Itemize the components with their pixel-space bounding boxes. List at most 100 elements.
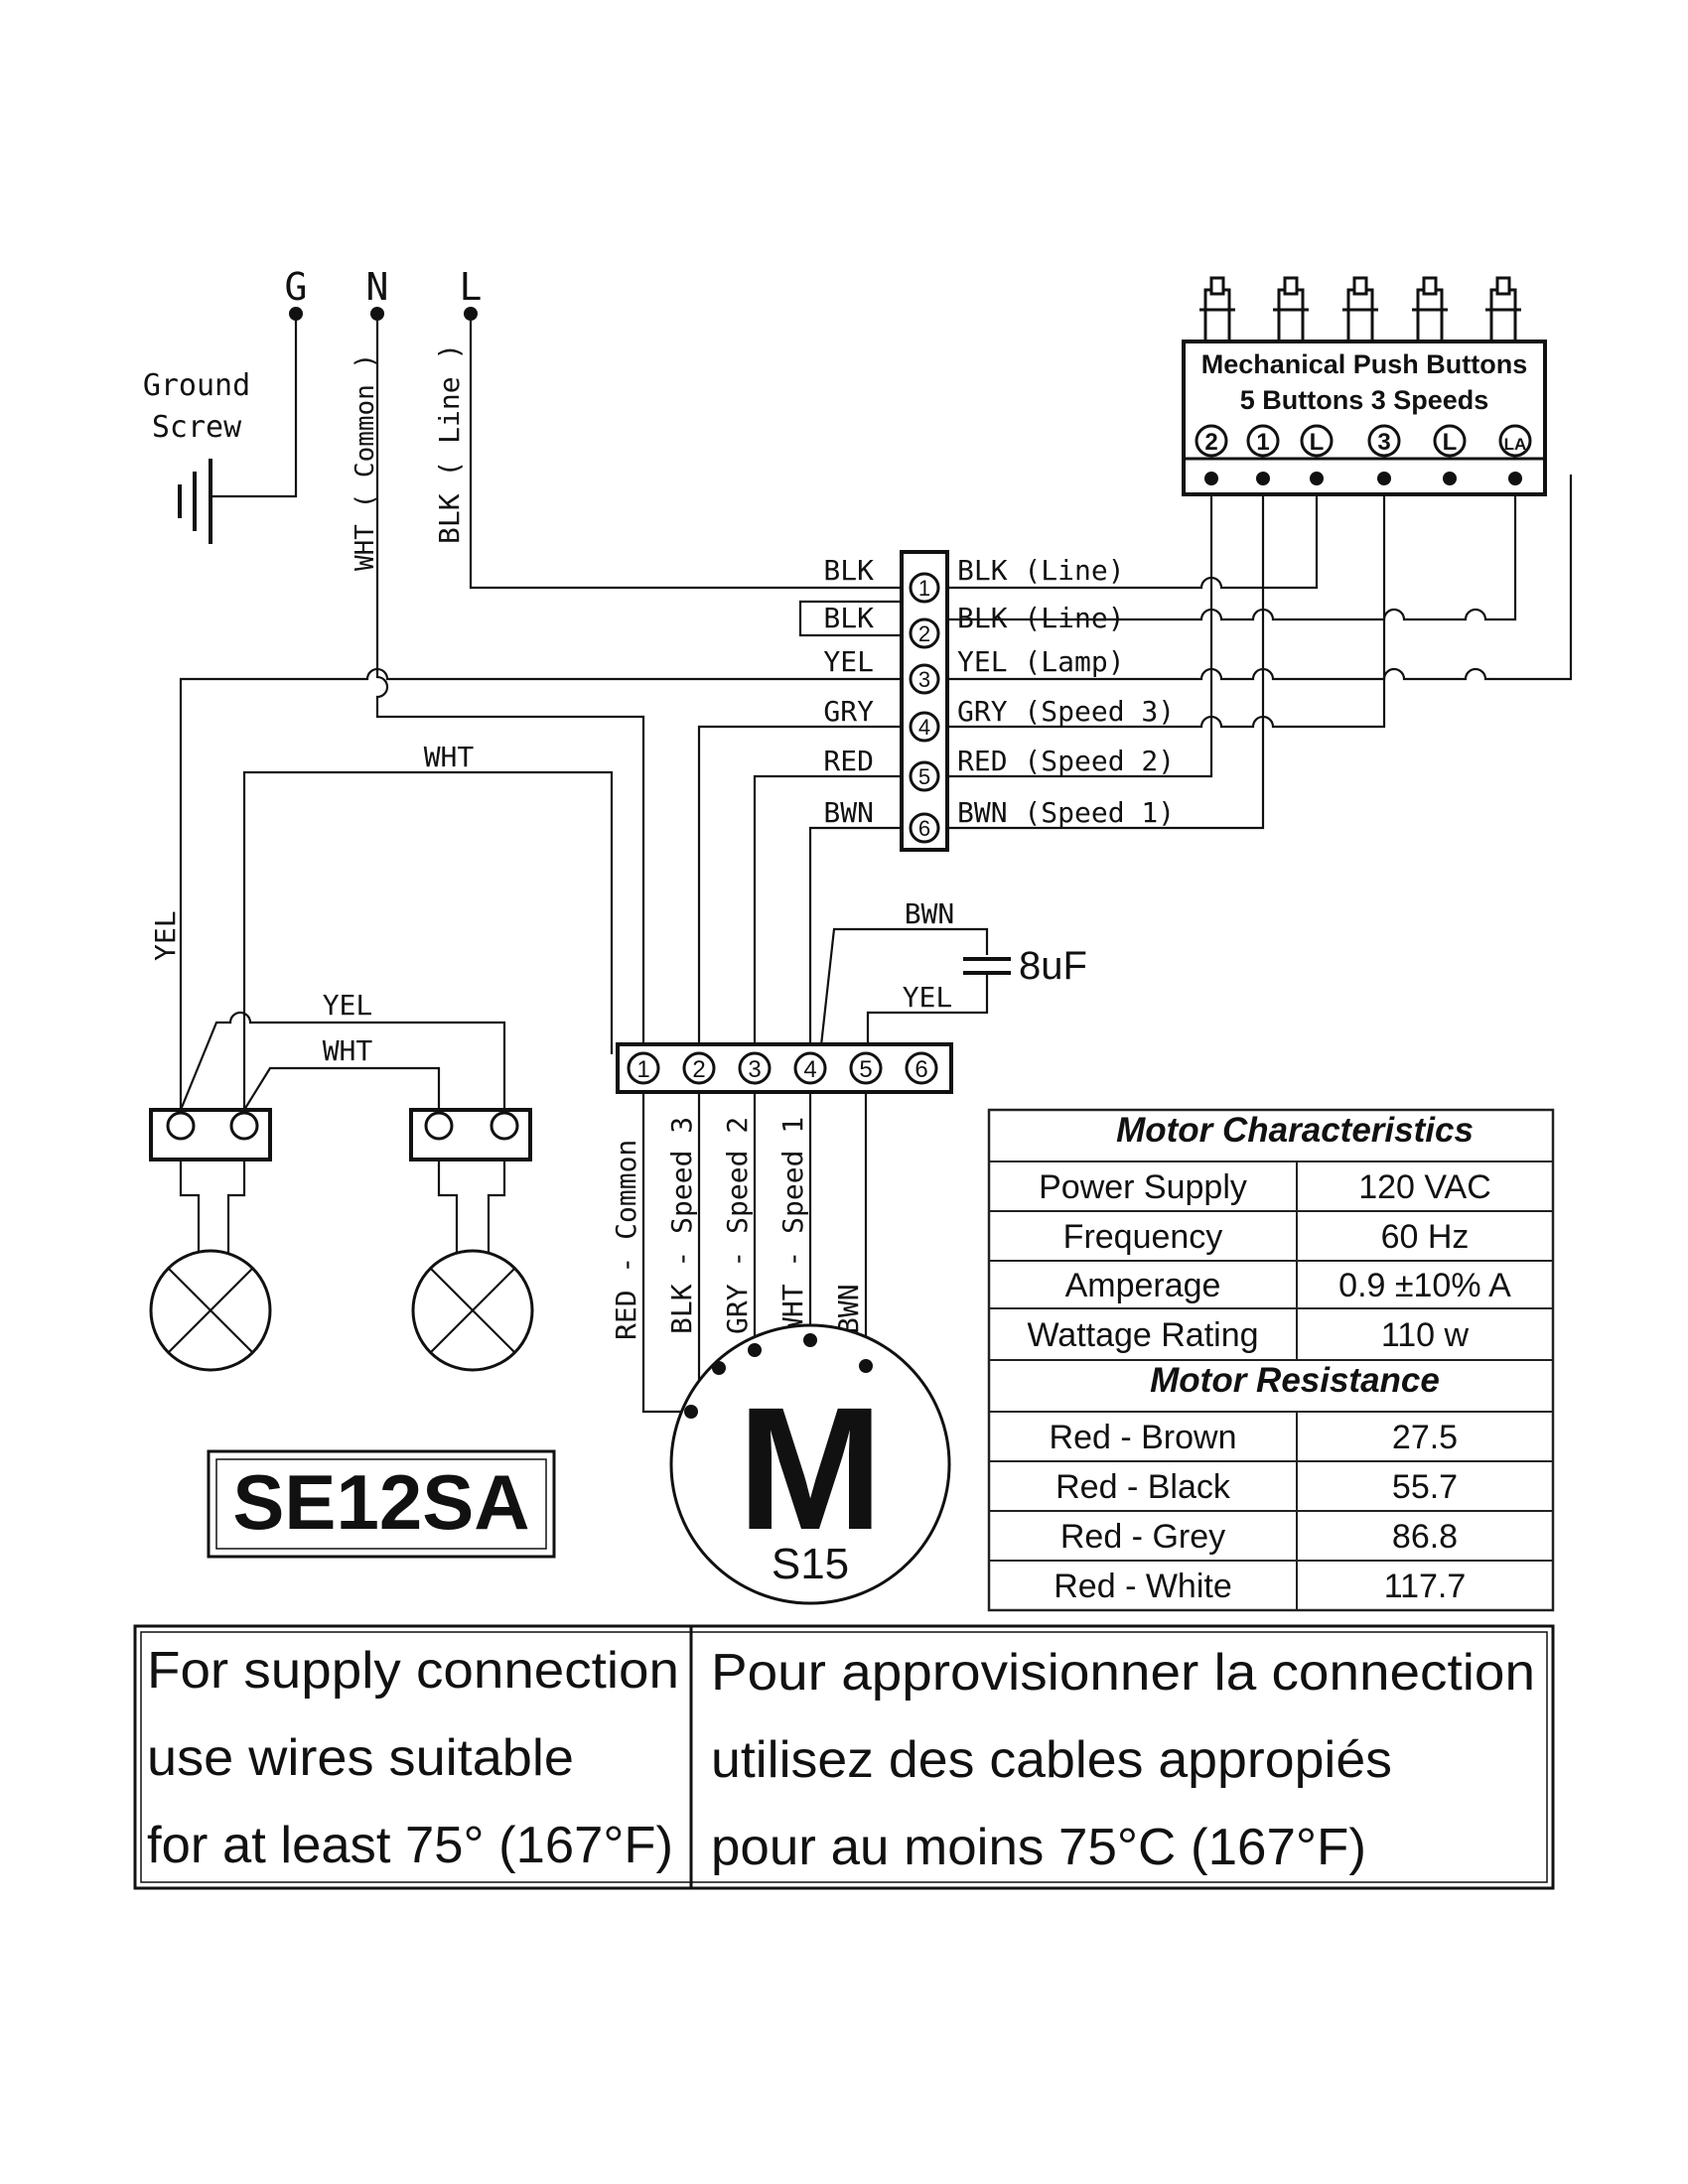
lamp-left-terminal-1 — [166, 1111, 196, 1141]
terminal-left-label: RED — [823, 745, 874, 777]
button-terminal-dot-5 — [1443, 472, 1457, 485]
terminal-ring-1 — [909, 572, 940, 604]
terminal-number: 3 — [918, 667, 930, 692]
lamp-yel-label: YEL — [323, 989, 373, 1022]
button-plungers — [1199, 276, 1521, 343]
button-terminal-ring-3 — [1300, 424, 1334, 458]
terminal-right-label: BLK (Line) — [957, 602, 1125, 634]
ground-screw-label-line2: Screw — [152, 410, 242, 445]
model-label-box: SE12SA — [207, 1449, 556, 1559]
button-terminal-dot-6 — [1508, 472, 1522, 485]
button-plunger-2 — [1273, 276, 1309, 343]
terminal-ring-5 — [909, 760, 940, 792]
lamp-right-terminal-1 — [424, 1111, 454, 1141]
terminal-right-label: BWN (Speed 1) — [957, 796, 1175, 829]
motor: M S15 — [669, 1323, 951, 1605]
motor-terminal-number: 5 — [859, 1056, 872, 1083]
button-plunger-5 — [1485, 276, 1521, 343]
supply-connection-notice: For supply connection use wires suitable f… — [133, 1624, 1555, 1890]
yel-lamp-wire — [179, 667, 914, 1110]
terminal-left-label: BWN — [823, 796, 874, 829]
terminal-right-label: GRY (Speed 3) — [957, 695, 1175, 728]
motor-circle — [669, 1323, 951, 1605]
cap-yel-label: YEL — [903, 981, 953, 1014]
button-terminal-dot-1 — [1204, 472, 1218, 485]
table-row-value: 86.8 — [1392, 1518, 1458, 1556]
button-plunger-3 — [1342, 276, 1378, 343]
yel-vertical-wire-label: YEL — [149, 910, 182, 961]
capacitor-label: 8uF — [1019, 944, 1087, 988]
terminal-ring-2 — [909, 617, 940, 649]
notice-en-line: for at least 75° (167°F) — [147, 1817, 673, 1874]
motor-terminal-ring-4 — [793, 1051, 827, 1085]
speed2-button-wire — [943, 475, 1213, 778]
button-terminal-ring-2 — [1246, 424, 1280, 458]
motor-terminal-number: 4 — [803, 1056, 816, 1083]
lamp-left — [149, 1108, 272, 1372]
motor-terminal-number: 1 — [636, 1056, 649, 1083]
notice-en-line: For supply connection — [147, 1642, 679, 1700]
terminal-number: 6 — [918, 816, 930, 841]
terminal-block-right-labels: BLK (Line)BLK (Line)YEL (Lamp)GRY (Speed… — [957, 554, 1175, 829]
motor-characteristics-heading: Motor Characteristics — [1116, 1111, 1474, 1150]
speed3-button-wire — [943, 475, 1386, 729]
button-plunger-4 — [1412, 276, 1448, 343]
lamp-left-terminal-2 — [229, 1111, 259, 1141]
neutral-wire-label: WHT ( Common ) — [351, 353, 380, 571]
motor-terminal-number: 6 — [914, 1056, 927, 1083]
lamp-wht-label: WHT — [323, 1034, 373, 1067]
button-terminal-ring-5 — [1433, 424, 1467, 458]
motor-terminal-ring-5 — [849, 1051, 883, 1085]
red-wire — [753, 774, 914, 1054]
blk-jumper — [798, 600, 914, 637]
table-row-label: Red - White — [1054, 1568, 1232, 1605]
terminal-left-label: BLK — [823, 554, 874, 587]
notice-fr-line: pour au moins 75°C (167°F) — [711, 1819, 1366, 1876]
ground-screw-label-line1: Ground — [143, 368, 250, 403]
cap-bwn-wire — [818, 927, 989, 1055]
motor-lead-label: GRY - Speed 2 — [721, 1117, 754, 1334]
table-row-value: 0.9 ±10% A — [1338, 1267, 1511, 1304]
terminal-ring-4 — [909, 711, 940, 743]
motor-terminal-ring-6 — [905, 1051, 938, 1085]
button-terminal-label: 1 — [1256, 429, 1269, 456]
neutral-terminal-label: N — [366, 265, 389, 309]
button-terminal-label: L — [1310, 429, 1325, 456]
motor-resistance-heading: Motor Resistance — [1150, 1361, 1440, 1400]
notice-en-line: use wires suitable — [147, 1729, 574, 1787]
terminal-number: 1 — [918, 576, 930, 601]
notice-fr-line: Pour approvisionner la connection — [711, 1644, 1535, 1702]
power-input: G N L Ground Screw WHT ( Common ) BLK ( … — [143, 265, 483, 571]
push-buttons-subtitle: 5 Buttons 3 Speeds — [1240, 385, 1489, 415]
button-terminal-label: 2 — [1204, 429, 1217, 456]
speed1-button-wire — [943, 475, 1265, 830]
button-plunger-1 — [1199, 276, 1235, 343]
table-row-value: 120 VAC — [1358, 1168, 1491, 1206]
table-row-value: 27.5 — [1392, 1419, 1458, 1456]
motor-terminal-number: 3 — [748, 1056, 761, 1083]
button-terminal-label: 3 — [1377, 429, 1390, 456]
table-row-value: 60 Hz — [1381, 1218, 1470, 1256]
terminal-left-label: YEL — [823, 645, 874, 678]
motor-terminal-ring-3 — [738, 1051, 772, 1085]
button-terminal-dot-4 — [1377, 472, 1391, 485]
table-row-label: Frequency — [1063, 1218, 1223, 1256]
gry-wire — [697, 725, 914, 1054]
motor-lead-label: BLK - Speed 3 — [665, 1117, 698, 1334]
ground-terminal-label: G — [285, 265, 308, 309]
mechanical-push-buttons: Mechanical Push Buttons 5 Buttons 3 Spee… — [1182, 276, 1547, 496]
cap-bwn-label: BWN — [905, 897, 955, 930]
motor-terminal-ring-1 — [627, 1051, 660, 1085]
ground-wire — [211, 314, 298, 498]
lamp-right — [409, 1108, 534, 1372]
button-terminal-label: LA — [1504, 435, 1527, 454]
line-wire — [469, 314, 914, 590]
table-row-label: Red - Grey — [1060, 1518, 1225, 1556]
terminal-number: 2 — [918, 621, 930, 646]
button-terminal-dot-3 — [1310, 472, 1324, 485]
